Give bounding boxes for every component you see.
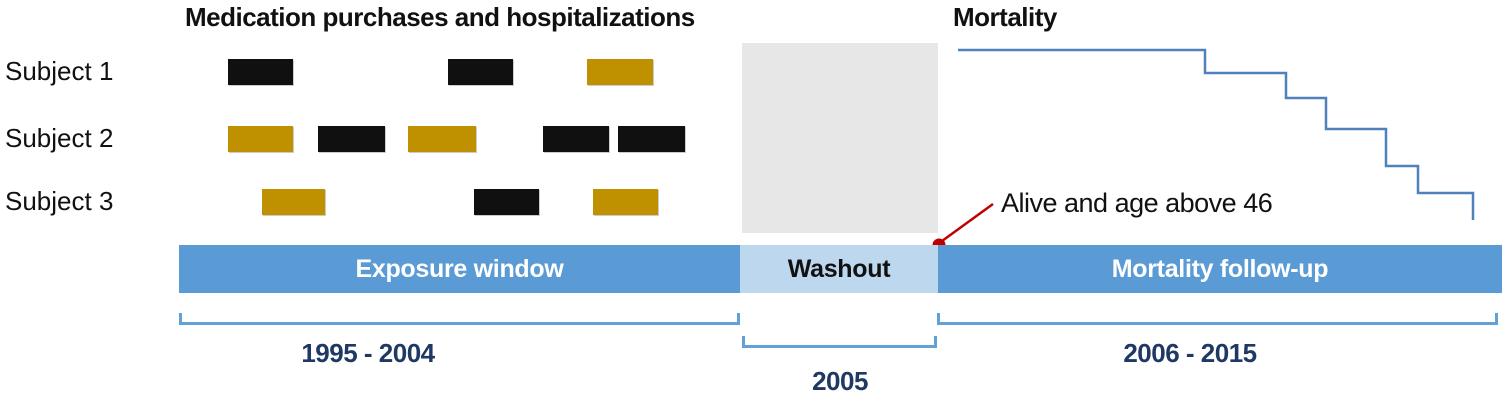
timeline-segment-mortality-follow-up: Mortality follow-up	[938, 245, 1502, 293]
subject-label: Subject 1	[5, 56, 114, 86]
period-bracket	[937, 313, 1498, 325]
period-years-label: 2005	[812, 366, 868, 396]
subject-label: Subject 3	[5, 186, 114, 216]
annotation-label: Alive and age above 46	[1001, 188, 1273, 218]
medication-purchase-bar	[618, 126, 685, 152]
medication-purchase-bar	[474, 189, 539, 215]
timeline-segment-washout: Washout	[740, 245, 938, 293]
medication-purchase-bar	[543, 126, 609, 152]
hospitalization-bar	[408, 126, 476, 152]
period-years-label: 1995 - 2004	[301, 338, 435, 368]
timeline-segment-label: Mortality follow-up	[1111, 254, 1329, 283]
exposure-section-title: Medication purchases and hospitalization…	[185, 2, 695, 32]
timeline-segment-label: Exposure window	[355, 254, 564, 283]
hospitalization-bar	[228, 126, 293, 152]
period-years-label: 2006 - 2015	[1123, 338, 1257, 368]
mortality-section-title: Mortality	[953, 2, 1057, 32]
hospitalization-bar	[587, 59, 653, 85]
timeline-segment-label: Washout	[787, 254, 891, 283]
washout-shading-box	[742, 43, 938, 233]
period-bracket	[742, 336, 937, 348]
medication-purchase-bar	[448, 59, 513, 85]
annotation-pointer-line	[941, 202, 994, 243]
hospitalization-bar	[262, 189, 325, 215]
medication-purchase-bar	[318, 126, 385, 152]
medication-purchase-bar	[228, 59, 293, 85]
hospitalization-bar	[593, 189, 658, 215]
subject-label: Subject 2	[5, 123, 114, 153]
period-bracket	[179, 313, 740, 325]
timeline-segment-exposure-window: Exposure window	[179, 245, 740, 293]
